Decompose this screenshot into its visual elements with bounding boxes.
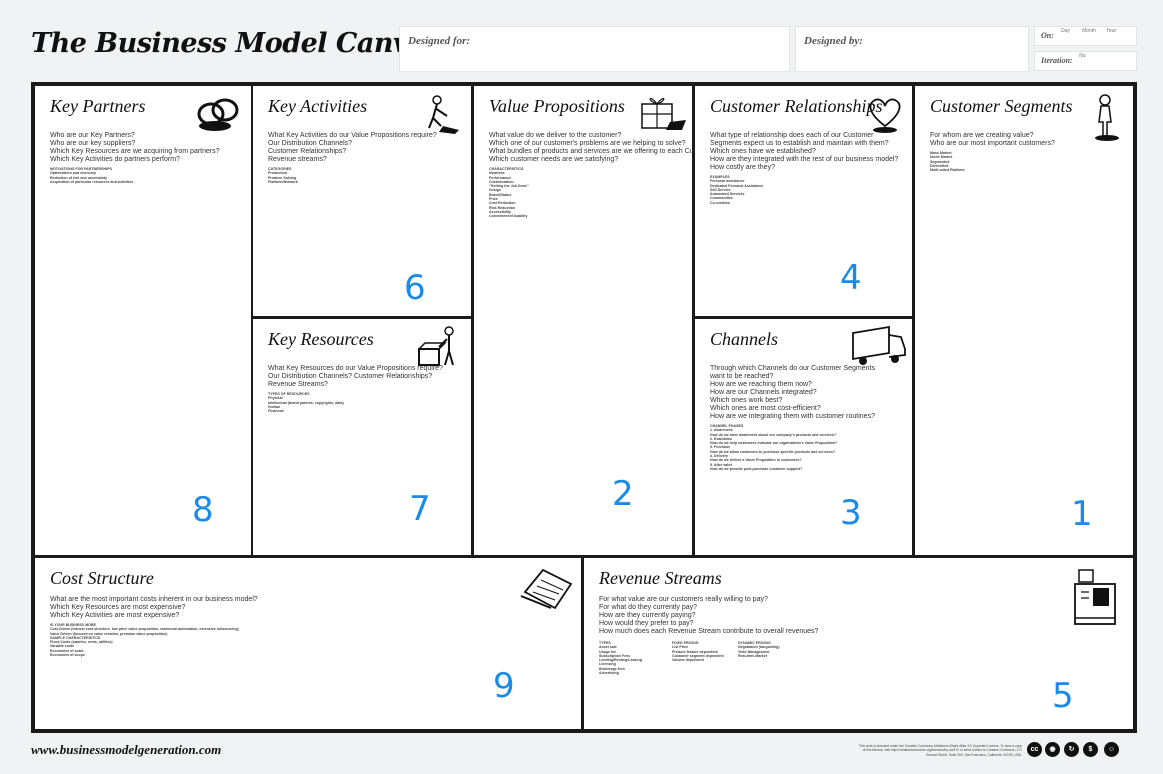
channels-block[interactable]: Channels Through which Channels do our C… bbox=[695, 319, 912, 555]
price-tag-icon bbox=[520, 568, 573, 610]
designed-for-field[interactable]: Designed for: bbox=[399, 26, 790, 72]
cost-structure-questions: What are the most important costs inhere… bbox=[50, 596, 258, 658]
key-activities-questions: What Key Activities do our Value Proposi… bbox=[268, 132, 437, 184]
channels-number: 3 bbox=[840, 493, 862, 533]
revenue-streams-number: 5 bbox=[1052, 676, 1074, 716]
key-partners-questions: Who are our Key Partners? Who are our ke… bbox=[50, 132, 220, 184]
customer-segments-number: 1 bbox=[1071, 494, 1093, 534]
customer-relationships-title: Customer Relationships bbox=[710, 96, 883, 116]
key-partners-title: Key Partners bbox=[50, 96, 146, 116]
revenue-streams-questions: For what value are our customers really … bbox=[599, 596, 819, 635]
website-link[interactable]: www.businessmodelgeneration.com bbox=[31, 742, 222, 757]
key-resources-number: 7 bbox=[409, 489, 431, 529]
month-label: Month bbox=[1082, 28, 1096, 34]
customer-segments-title: Customer Segments bbox=[930, 96, 1073, 116]
delivery-truck-icon bbox=[852, 325, 906, 365]
on-label: On: bbox=[1041, 31, 1054, 40]
worker-with-crate-icon bbox=[418, 326, 454, 366]
revenue-streams-title: Revenue Streams bbox=[599, 568, 722, 588]
dynamic-pricing-list: DYNAMIC PRICING Negotiation (bargaining)… bbox=[738, 641, 780, 658]
cost-structure-title: Cost Structure bbox=[50, 568, 154, 588]
business-model-canvas: Key Partners Who are our Key Partners? W… bbox=[31, 82, 1137, 733]
canvas-title: The Business Model Canvas bbox=[31, 28, 440, 59]
key-activities-block[interactable]: Key Activities What Key Activities do ou… bbox=[253, 86, 471, 316]
designed-for-label: Designed for: bbox=[408, 35, 471, 47]
sa-icon[interactable]: ↻ bbox=[1064, 742, 1079, 757]
key-activities-title: Key Activities bbox=[268, 96, 368, 116]
key-activities-number: 6 bbox=[404, 268, 426, 308]
value-propositions-title: Value Propositions bbox=[489, 96, 625, 116]
chain-links-icon bbox=[197, 98, 239, 131]
day-label: Day bbox=[1061, 28, 1070, 34]
person-standing-icon bbox=[1095, 94, 1119, 141]
cost-structure-number: 9 bbox=[493, 666, 515, 706]
customer-segments-block[interactable]: Customer Segments For whom are we creati… bbox=[915, 86, 1133, 555]
date-field[interactable]: On: Day Month Year bbox=[1034, 26, 1137, 46]
cost-structure-block[interactable]: Cost Structure What are the most importa… bbox=[35, 558, 581, 729]
heart-icon bbox=[869, 98, 901, 133]
designed-by-label: Designed by: bbox=[804, 35, 863, 47]
year-label: Year bbox=[1106, 28, 1117, 34]
customer-relationships-block[interactable]: Customer Relationships What type of rela… bbox=[695, 86, 912, 316]
fixed-pricing-list: FIXED PRICING List Price Product feature… bbox=[672, 641, 724, 663]
value-propositions-questions: What value do we deliver to the customer… bbox=[489, 132, 749, 219]
channels-title: Channels bbox=[710, 329, 779, 349]
worker-sweeping-icon bbox=[428, 95, 459, 134]
person-icon[interactable]: ☺ bbox=[1104, 742, 1119, 757]
revenue-types-list: TYPES Asset sale Usage fee Subscription … bbox=[599, 641, 642, 676]
cc-icon[interactable]: cc bbox=[1027, 742, 1042, 757]
key-partners-number: 8 bbox=[192, 490, 214, 530]
iteration-field[interactable]: Iteration: No. bbox=[1034, 51, 1137, 71]
key-resources-block[interactable]: Key Resources What Key Resources do our … bbox=[253, 319, 471, 555]
channels-questions: Through which Channels do our Customer S… bbox=[710, 365, 875, 471]
by-icon[interactable]: ◉ bbox=[1045, 742, 1060, 757]
customer-relationships-number: 4 bbox=[840, 258, 862, 298]
gift-box-icon bbox=[641, 97, 686, 130]
customer-segments-questions: For whom are we creating value? Who are … bbox=[930, 132, 1055, 173]
no-label: No. bbox=[1079, 53, 1087, 59]
value-propositions-block[interactable]: Value Propositions What value do we deli… bbox=[474, 86, 749, 555]
value-propositions-number: 2 bbox=[612, 474, 634, 514]
nc-icon[interactable]: $ bbox=[1083, 742, 1098, 757]
designed-by-field[interactable]: Designed by: bbox=[795, 26, 1029, 72]
cash-register-icon bbox=[1074, 569, 1116, 625]
customer-relationships-questions: What type of relationship does each of o… bbox=[710, 132, 899, 205]
key-resources-title: Key Resources bbox=[268, 329, 374, 349]
key-partners-block[interactable]: Key Partners Who are our Key Partners? W… bbox=[35, 86, 251, 555]
license-text: This work is licensed under the Creative… bbox=[858, 744, 1022, 757]
iteration-label: Iteration: bbox=[1041, 56, 1073, 65]
key-resources-questions: What Key Resources do our Value Proposit… bbox=[268, 365, 443, 414]
revenue-streams-block[interactable]: Revenue Streams For what value are our c… bbox=[584, 558, 1133, 729]
